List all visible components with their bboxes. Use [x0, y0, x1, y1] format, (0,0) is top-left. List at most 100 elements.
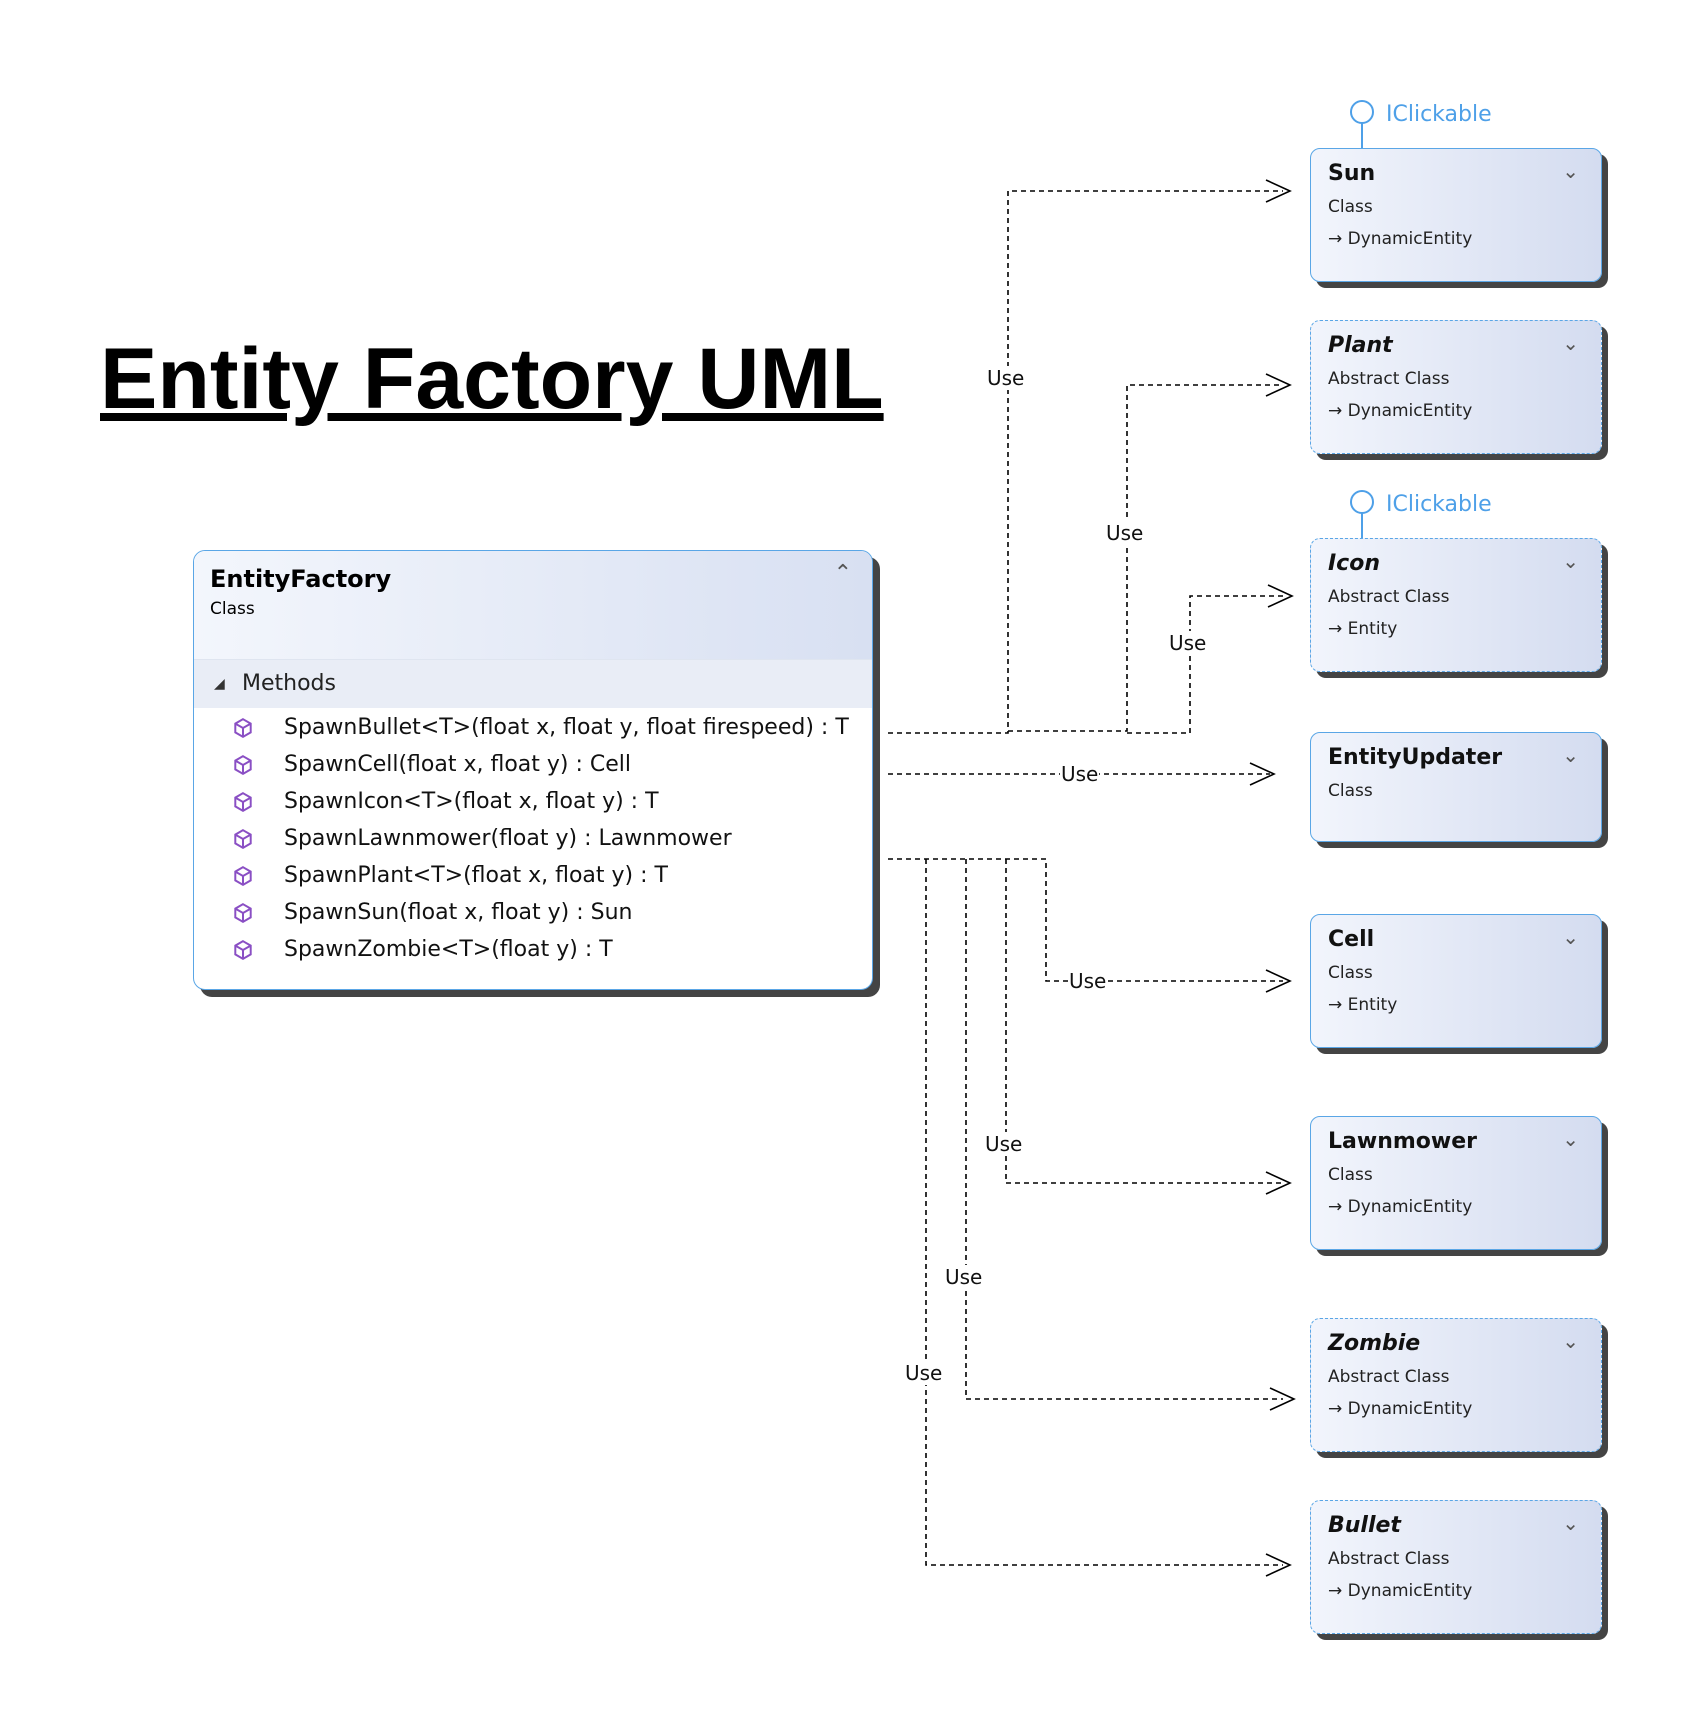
- use-label-entityupdater: Use: [1060, 762, 1100, 786]
- use-label-zombie: Use: [944, 1265, 984, 1289]
- interface-name: IClickable: [1386, 102, 1492, 127]
- base-name: DynamicEntity: [1347, 229, 1473, 249]
- use-label-bullet: Use: [904, 1361, 944, 1385]
- interface-lollipop-icon: [1350, 100, 1374, 150]
- class-box-sun[interactable]: Sun Class → DynamicEntity ⌄: [1310, 148, 1602, 282]
- use-label-sun: Use: [986, 366, 1026, 390]
- inheritance-arrow-icon: →: [1328, 619, 1343, 639]
- class-name: Lawnmower: [1328, 1129, 1477, 1154]
- class-base: → DynamicEntity: [1328, 401, 1472, 421]
- class-box-plant[interactable]: Plant Abstract Class → DynamicEntity ⌄: [1310, 320, 1602, 454]
- arrowhead-bullet: [1265, 1553, 1292, 1577]
- use-edge-plant: [1008, 384, 1283, 732]
- class-base: → DynamicEntity: [1328, 1197, 1472, 1217]
- class-box-zombie[interactable]: Zombie Abstract Class → DynamicEntity ⌄: [1310, 1318, 1602, 1452]
- class-base: → Entity: [1328, 995, 1397, 1015]
- inheritance-arrow-icon: →: [1328, 229, 1343, 249]
- arrowhead-zombie: [1269, 1387, 1296, 1411]
- class-kind: Abstract Class: [1328, 587, 1450, 607]
- inheritance-arrow-icon: →: [1328, 995, 1343, 1015]
- class-base: → DynamicEntity: [1328, 1399, 1472, 1419]
- class-name: EntityFactory: [210, 565, 392, 593]
- diagram-title: Entity Factory UML: [100, 331, 884, 427]
- interface-lollipop-icon: [1350, 490, 1374, 540]
- class-name: Plant: [1328, 333, 1393, 358]
- inheritance-arrow-icon: →: [1328, 1581, 1343, 1601]
- method-cube-icon: [234, 792, 252, 812]
- expand-triangle-icon[interactable]: ◢: [214, 676, 225, 692]
- class-box-entityupdater[interactable]: EntityUpdater Class ⌄: [1310, 732, 1602, 842]
- expand-chevron-icon[interactable]: ⌄: [1562, 1511, 1579, 1535]
- methods-section-title: Methods: [242, 671, 336, 696]
- method-cube-icon: [234, 903, 252, 923]
- class-base: → DynamicEntity: [1328, 229, 1472, 249]
- class-box-cell[interactable]: Cell Class → Entity ⌄: [1310, 914, 1602, 1048]
- use-label-icon: Use: [1168, 631, 1208, 655]
- base-name: DynamicEntity: [1347, 1399, 1473, 1419]
- use-edge-zombie: [965, 859, 1283, 1400]
- arrowhead-plant: [1265, 373, 1292, 397]
- arrowhead-sun: [1265, 179, 1292, 203]
- expand-chevron-icon[interactable]: ⌄: [1562, 331, 1579, 355]
- base-name: Entity: [1347, 995, 1398, 1015]
- base-name: DynamicEntity: [1347, 401, 1473, 421]
- class-name: EntityUpdater: [1328, 745, 1503, 770]
- class-box-lawnmower[interactable]: Lawnmower Class → DynamicEntity ⌄: [1310, 1116, 1602, 1250]
- arrowhead-lawnmower: [1265, 1171, 1292, 1195]
- class-base: → DynamicEntity: [1328, 1581, 1472, 1601]
- expand-chevron-icon[interactable]: ⌄: [1562, 1127, 1579, 1151]
- class-box-icon[interactable]: Icon Abstract Class → Entity ⌄: [1310, 538, 1602, 672]
- class-name: Zombie: [1328, 1331, 1421, 1356]
- class-kind: Class: [1328, 197, 1373, 217]
- method-signature: SpawnSun(float x, float y) : Sun: [284, 900, 633, 925]
- method-cube-icon: [234, 866, 252, 886]
- use-label-cell: Use: [1068, 969, 1108, 993]
- base-name: DynamicEntity: [1347, 1197, 1473, 1217]
- class-name: Sun: [1328, 161, 1376, 186]
- collapse-chevron-icon[interactable]: ⌃: [833, 561, 852, 586]
- expand-chevron-icon[interactable]: ⌄: [1562, 743, 1579, 767]
- class-name: Bullet: [1328, 1513, 1401, 1538]
- expand-chevron-icon[interactable]: ⌄: [1562, 1329, 1579, 1353]
- expand-chevron-icon[interactable]: ⌄: [1562, 159, 1579, 183]
- method-signature: SpawnCell(float x, float y) : Cell: [284, 752, 632, 777]
- method-signature: SpawnPlant<T>(float x, float y) : T: [284, 863, 668, 888]
- class-header: EntityFactory Class ⌃: [194, 551, 872, 660]
- class-base: → Entity: [1328, 619, 1397, 639]
- use-edge-lawnmower: [1005, 859, 1283, 1184]
- interface-name: IClickable: [1386, 492, 1492, 517]
- method-cube-icon: [234, 755, 252, 775]
- inheritance-arrow-icon: →: [1328, 1399, 1343, 1419]
- method-cube-icon: [234, 940, 252, 960]
- methods-section-header[interactable]: ◢ Methods: [194, 660, 872, 708]
- expand-chevron-icon[interactable]: ⌄: [1562, 925, 1579, 949]
- use-edge-icon: [1127, 595, 1285, 734]
- method-signature: SpawnZombie<T>(float y) : T: [284, 937, 613, 962]
- inheritance-arrow-icon: →: [1328, 1197, 1343, 1217]
- method-signature: SpawnIcon<T>(float x, float y) : T: [284, 789, 659, 814]
- use-edge-sun: [888, 190, 1283, 734]
- class-name: Icon: [1328, 551, 1381, 576]
- class-kind: Class: [1328, 963, 1373, 983]
- arrowhead-entityupdater: [1249, 762, 1276, 786]
- class-kind: Class: [210, 599, 255, 619]
- class-name: Cell: [1328, 927, 1375, 952]
- method-signature: SpawnBullet<T>(float x, float y, float f…: [284, 715, 849, 740]
- expand-chevron-icon[interactable]: ⌄: [1562, 549, 1579, 573]
- class-box-bullet[interactable]: Bullet Abstract Class → DynamicEntity ⌄: [1310, 1500, 1602, 1634]
- base-name: DynamicEntity: [1347, 1581, 1473, 1601]
- method-cube-icon: [234, 718, 252, 738]
- base-name: Entity: [1347, 619, 1398, 639]
- arrowhead-icon: [1267, 584, 1294, 608]
- entity-factory-class[interactable]: EntityFactory Class ⌃ ◢ Methods SpawnBul…: [193, 550, 873, 990]
- method-cube-icon: [234, 829, 252, 849]
- use-edge-cell: [888, 858, 1283, 982]
- use-label-plant: Use: [1105, 521, 1145, 545]
- use-edge-bullet: [925, 859, 1283, 1566]
- method-signature: SpawnLawnmower(float y) : Lawnmower: [284, 826, 732, 851]
- class-kind: Class: [1328, 1165, 1373, 1185]
- arrowhead-cell: [1265, 969, 1292, 993]
- use-label-lawnmower: Use: [984, 1132, 1024, 1156]
- class-kind: Abstract Class: [1328, 369, 1450, 389]
- class-kind: Abstract Class: [1328, 1549, 1450, 1569]
